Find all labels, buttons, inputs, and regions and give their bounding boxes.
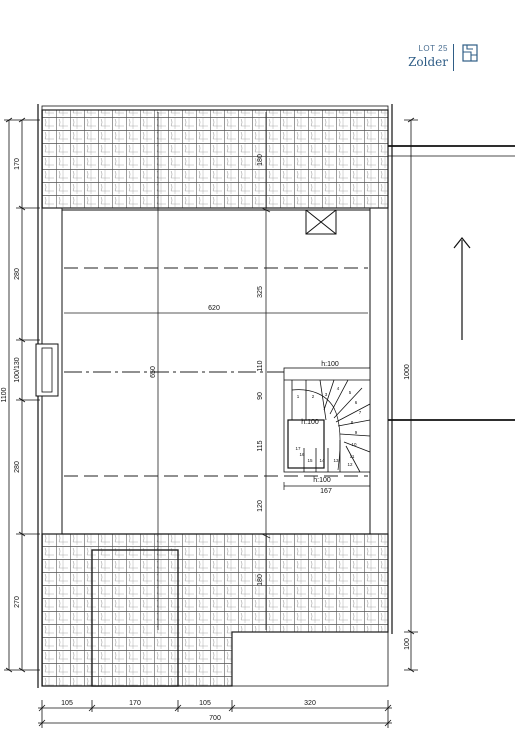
- step-number: 9: [355, 430, 358, 435]
- right-total-label: 1000: [404, 364, 411, 380]
- step-number: 11: [350, 454, 355, 459]
- vdim-6: 120: [257, 500, 264, 512]
- lot-number: LOT 25: [418, 44, 448, 53]
- floorplan-icon: [462, 44, 478, 62]
- bottom-dim-label: 170: [129, 700, 141, 707]
- stair-height-top: h:100: [321, 361, 339, 368]
- header-divider: [453, 44, 454, 71]
- vdim-2: 325: [257, 286, 264, 298]
- step-number: 13: [333, 458, 339, 463]
- vdim-4: 90: [257, 392, 264, 400]
- right-dimension-labels: 1000 100: [404, 364, 411, 650]
- vdim-3: 110: [257, 360, 264, 371]
- step-number: 5: [349, 390, 352, 395]
- vdim-5: 115: [257, 440, 264, 451]
- staircase: [283, 367, 371, 473]
- vdim-7: 180: [257, 574, 264, 586]
- bottom-dim-label: 105: [61, 700, 73, 707]
- floor-name: Zolder: [408, 55, 448, 69]
- bottom-dimension-labels: 105 170 105 320 700: [61, 700, 316, 722]
- step-number: 17: [295, 446, 301, 451]
- bottom-dim-label: 320: [304, 700, 316, 707]
- dormer-window: [35, 343, 59, 397]
- left-dim-label: 280: [14, 461, 21, 473]
- adjacent-walls: [388, 145, 515, 421]
- interior-dimension-lines: [64, 112, 368, 630]
- interior-height-label: 650: [150, 366, 157, 378]
- bottom-dim-label: 105: [199, 700, 211, 707]
- stair-height-bottom: h:100: [313, 477, 331, 484]
- interior-width-label: 620: [208, 305, 220, 312]
- direction-arrow: [453, 237, 471, 340]
- step-number: 15: [307, 458, 313, 463]
- stair-height-mid: h:100: [301, 419, 319, 426]
- step-number: 12: [347, 462, 353, 467]
- step-number: 1: [297, 394, 300, 399]
- dormer-tiles: [91, 549, 179, 687]
- right-bottom-label: 100: [404, 638, 411, 650]
- stair-step-numbers: 1 2 3 4 5 6 7 8 9 10 11 12 13 14 15 16 1…: [295, 386, 361, 467]
- bottom-total-label: 700: [209, 715, 221, 722]
- step-number: 4: [337, 386, 340, 391]
- right-dimension-chain: [404, 117, 418, 673]
- step-number: 16: [299, 452, 305, 457]
- left-dim-label: 170: [14, 158, 21, 170]
- bottom-dimension-chain: [38, 700, 392, 728]
- stair-width-label: 167: [320, 488, 332, 495]
- roof-hatch: [305, 209, 337, 235]
- left-dimension-labels: 170 280 100/130 280 270 1100: [1, 158, 21, 608]
- step-number: 6: [355, 400, 358, 405]
- left-total-label: 1100: [1, 387, 8, 402]
- step-number: 14: [319, 458, 325, 463]
- left-dim-label: 280: [14, 268, 21, 280]
- stair-labels: h:100 h:100 h:100 167: [301, 361, 339, 495]
- step-number: 7: [359, 410, 362, 415]
- step-number: 3: [325, 392, 328, 397]
- step-number: 10: [351, 442, 357, 447]
- left-dim-label: 270: [14, 596, 21, 608]
- roof-top-tiles: [41, 109, 389, 209]
- stair-width-line: [283, 482, 371, 490]
- left-dimension-chain: [4, 117, 40, 673]
- step-number: 2: [312, 394, 315, 399]
- vdim-1: 180: [257, 154, 264, 166]
- roof-height-lines: [64, 267, 368, 477]
- interior-vertical-dims: 180 325 110 90 115 120 180: [257, 154, 264, 586]
- left-dim-label: 100/130: [14, 357, 21, 382]
- step-number: 8: [351, 420, 354, 425]
